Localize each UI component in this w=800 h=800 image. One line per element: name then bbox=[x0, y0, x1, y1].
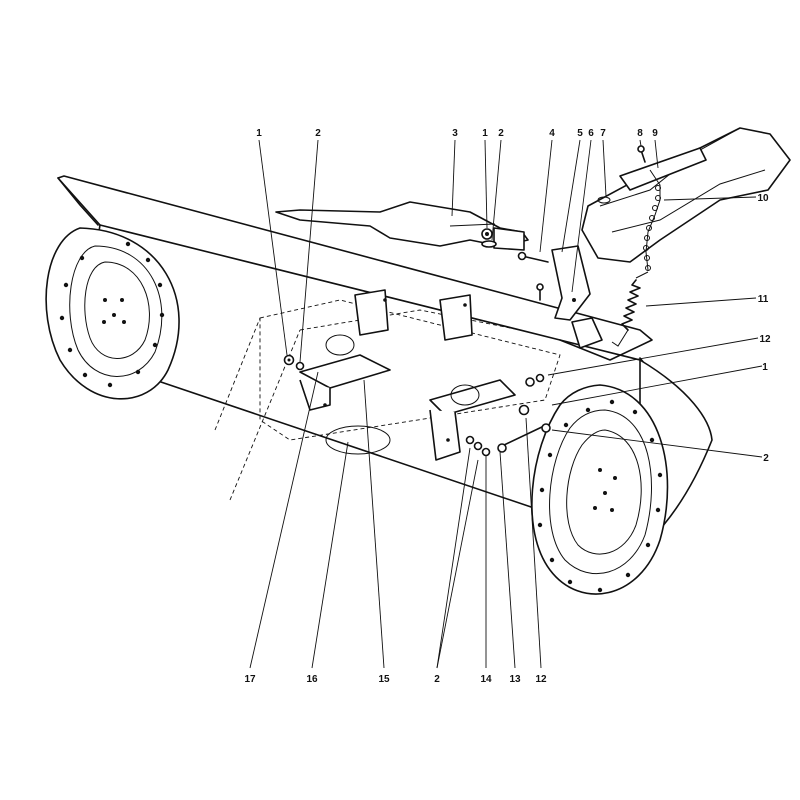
callout-4: 4 bbox=[549, 128, 555, 139]
hardware bbox=[283, 145, 646, 457]
callout-16: 16 bbox=[306, 674, 318, 685]
callout-14: 14 bbox=[480, 674, 492, 685]
mounting-brackets bbox=[299, 289, 516, 461]
callout-10: 10 bbox=[757, 193, 769, 204]
callout-5: 5 bbox=[577, 128, 583, 139]
extension-spring bbox=[611, 271, 649, 347]
callout-7: 7 bbox=[600, 128, 606, 139]
callout-11: 11 bbox=[758, 294, 769, 305]
top-deflector-plate bbox=[275, 201, 529, 251]
callout-labels: 1 2 3 1 2 4 5 6 7 8 9 10 11 12 1 2 17 16… bbox=[244, 128, 771, 685]
hidden-internal-outlines bbox=[214, 299, 561, 501]
right-auger-end-plate bbox=[531, 384, 669, 595]
callout-1: 1 bbox=[482, 128, 488, 139]
tractor-frame bbox=[581, 127, 791, 263]
callout-1: 1 bbox=[762, 362, 768, 373]
callout-2: 2 bbox=[763, 453, 769, 464]
callout-15: 15 bbox=[378, 674, 390, 685]
callout-9: 9 bbox=[652, 128, 658, 139]
callout-6: 6 bbox=[588, 128, 594, 139]
callout-13: 13 bbox=[509, 674, 521, 685]
callout-17: 17 bbox=[244, 674, 256, 685]
callout-12: 12 bbox=[535, 674, 547, 685]
callout-1: 1 bbox=[256, 128, 262, 139]
callout-2: 2 bbox=[498, 128, 504, 139]
left-auger-end-plate bbox=[45, 227, 180, 400]
callout-3: 3 bbox=[452, 128, 458, 139]
chain bbox=[643, 169, 661, 271]
callout-12: 12 bbox=[759, 334, 771, 345]
leader-lines bbox=[249, 139, 763, 669]
callout-2: 2 bbox=[315, 128, 321, 139]
callout-2: 2 bbox=[434, 674, 440, 685]
callout-8: 8 bbox=[637, 128, 643, 139]
